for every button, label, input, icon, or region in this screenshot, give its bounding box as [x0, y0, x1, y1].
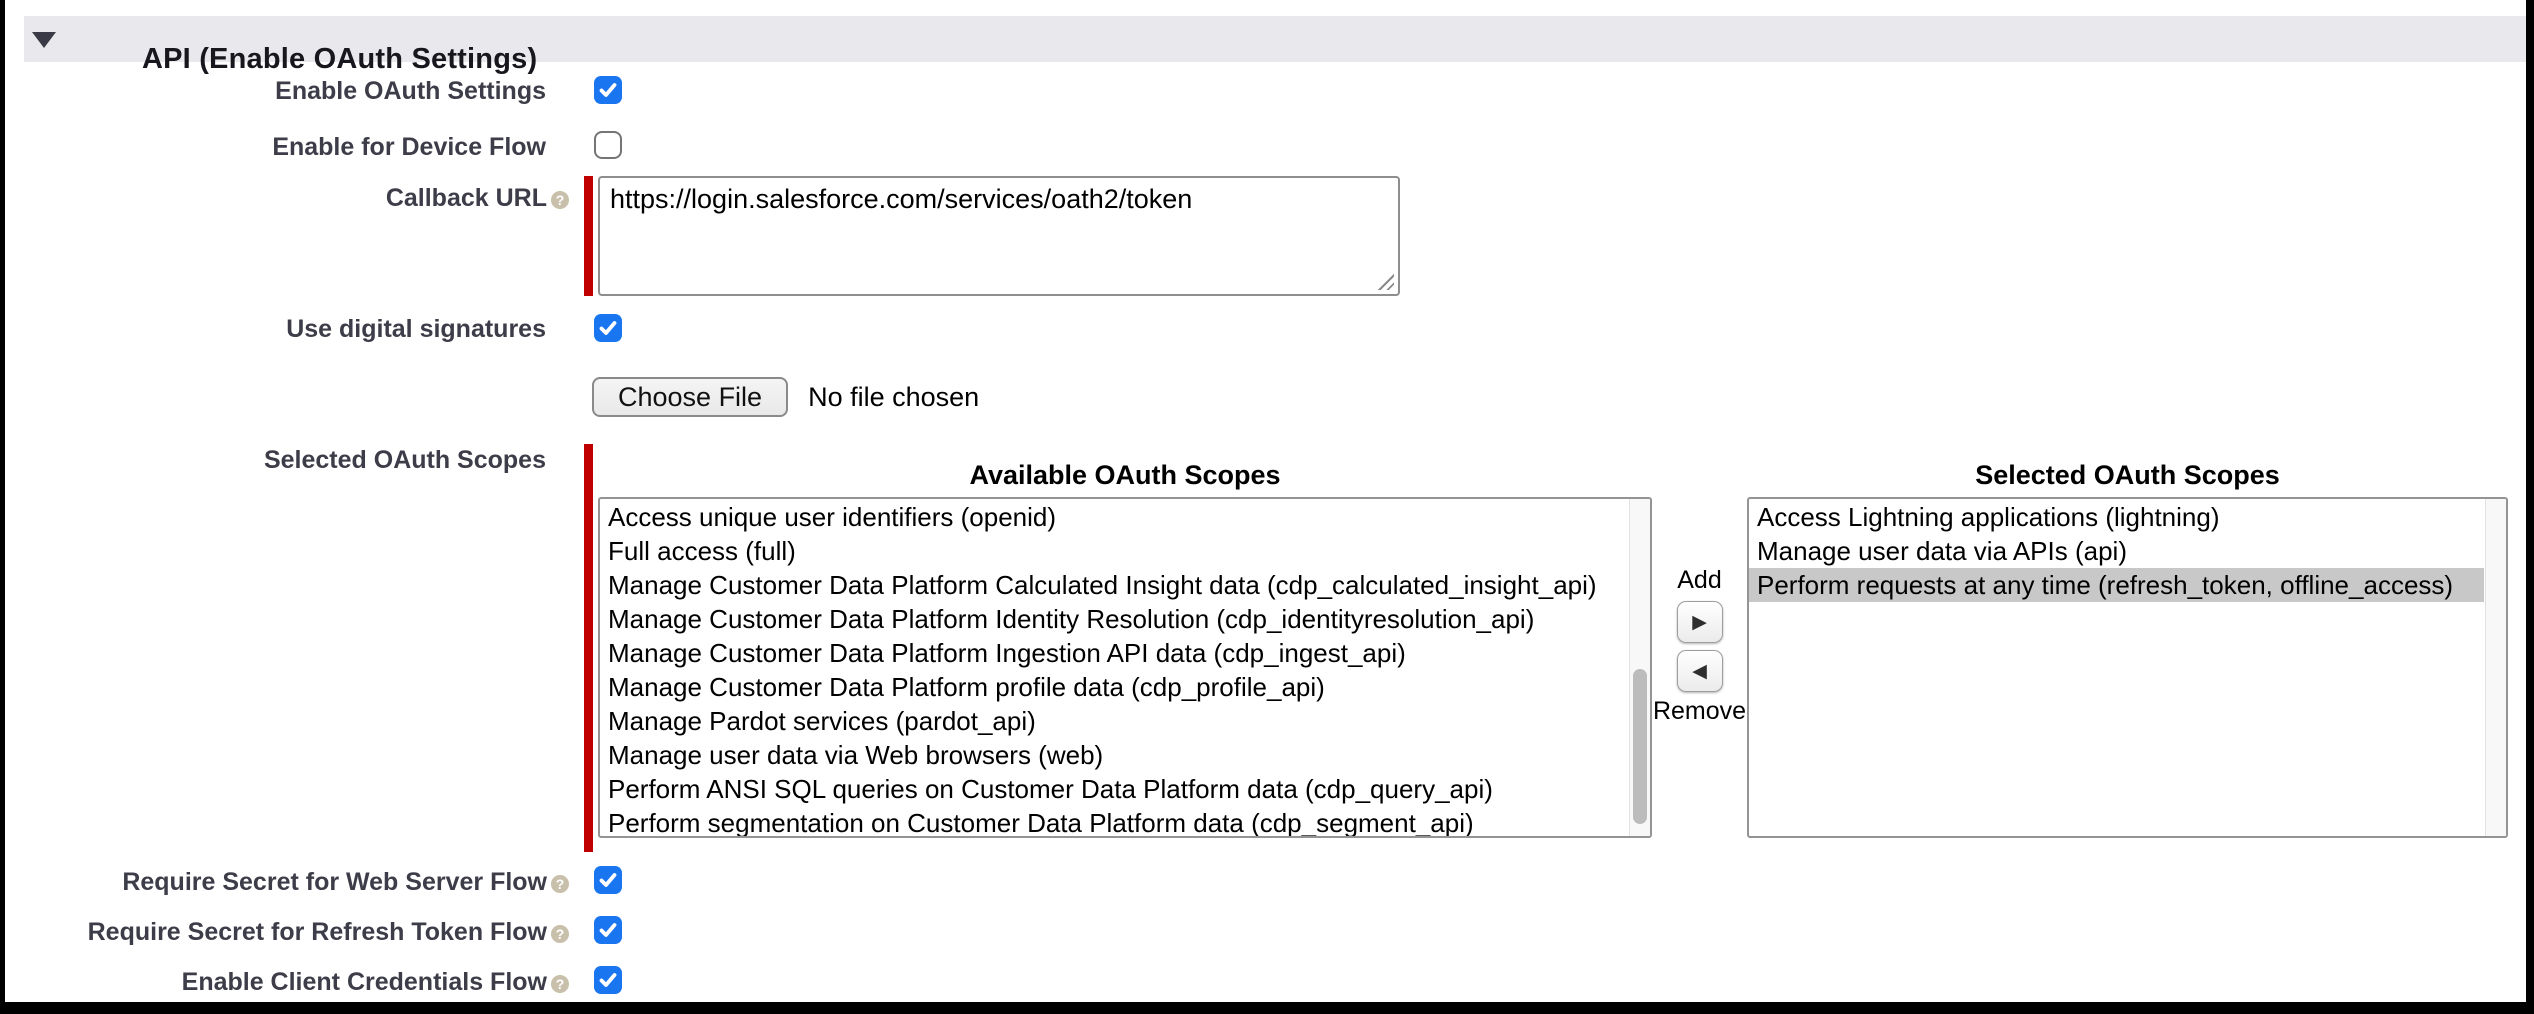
collapse-triangle-icon[interactable]: [32, 32, 56, 48]
list-item[interactable]: Perform ANSI SQL queries on Customer Dat…: [608, 774, 1493, 804]
selected-scopes-header: Selected OAuth Scopes: [1975, 460, 2280, 490]
add-label: Add: [1677, 566, 1722, 594]
scrollbar-thumb[interactable]: [1633, 669, 1647, 824]
list-item[interactable]: Manage Pardot services (pardot_api): [608, 706, 1036, 736]
client-credentials-flow-label: Enable Client Credentials Flow?: [0, 968, 569, 996]
web-server-flow-checkbox[interactable]: [594, 866, 622, 894]
available-scopes-listbox[interactable]: Access unique user identifiers (openid) F…: [598, 497, 1652, 838]
refresh-token-flow-label: Require Secret for Refresh Token Flow?: [0, 918, 569, 946]
scrollbar-track[interactable]: [2485, 499, 2506, 836]
help-icon[interactable]: ?: [551, 925, 569, 943]
required-indicator: [584, 444, 593, 852]
checkmark-icon: [599, 321, 617, 335]
enable-oauth-checkbox[interactable]: [594, 76, 622, 104]
left-arrow-icon: ◀: [1692, 660, 1707, 682]
remove-label: Remove: [1652, 697, 1747, 725]
available-scopes-header: Available OAuth Scopes: [969, 460, 1281, 490]
checkmark-icon: [599, 923, 617, 937]
help-icon[interactable]: ?: [551, 875, 569, 893]
digital-signatures-label: Use digital signatures: [286, 315, 546, 343]
enable-oauth-label: Enable OAuth Settings: [275, 77, 546, 105]
list-item[interactable]: Manage Customer Data Platform Ingestion …: [608, 638, 1406, 668]
add-button[interactable]: ▶: [1676, 601, 1723, 643]
oauth-scopes-label: Selected OAuth Scopes: [263, 446, 546, 474]
web-server-flow-label: Require Secret for Web Server Flow?: [0, 868, 569, 896]
section-title: API (Enable OAuth Settings): [142, 43, 538, 75]
help-icon[interactable]: ?: [551, 975, 569, 993]
choose-file-button[interactable]: Choose File: [592, 377, 789, 417]
selected-scopes-items: Access Lightning applications (lightning…: [1749, 500, 2484, 602]
client-credentials-flow-checkbox[interactable]: [594, 966, 622, 994]
list-item[interactable]: Manage user data via APIs (api): [1757, 536, 2127, 566]
device-flow-label: Enable for Device Flow: [272, 133, 546, 161]
checkmark-icon: [599, 873, 617, 887]
section-header-bar[interactable]: API (Enable OAuth Settings): [24, 16, 2526, 75]
add-remove-controls: Add ▶ ◀ Remove: [1652, 566, 1747, 725]
checkmark-icon: [599, 83, 617, 97]
list-item[interactable]: Access unique user identifiers (openid): [608, 502, 1057, 532]
window-border-left: [0, 0, 5, 1014]
checkmark-icon: [599, 973, 617, 987]
callback-url-input[interactable]: https://login.salesforce.com/services/oa…: [598, 176, 1400, 296]
list-item[interactable]: Manage Customer Data Platform Identity R…: [608, 604, 1535, 634]
list-item[interactable]: Manage Customer Data Platform profile da…: [608, 672, 1325, 702]
file-chosen-status: No file chosen: [808, 381, 980, 412]
list-item[interactable]: Full access (full): [608, 536, 796, 566]
list-item[interactable]: Perform segmentation on Customer Data Pl…: [608, 808, 1474, 838]
help-icon[interactable]: ?: [551, 191, 569, 209]
scrollbar-track[interactable]: [1629, 499, 1650, 836]
callback-url-label: Callback URL?: [0, 184, 569, 212]
window-border-right: [2526, 0, 2534, 1014]
available-scopes-items: Access unique user identifiers (openid) F…: [600, 500, 1628, 838]
remove-button[interactable]: ◀: [1676, 650, 1723, 692]
list-item[interactable]: Perform requests at any time (refresh_to…: [1749, 568, 2484, 602]
selected-scopes-listbox[interactable]: Access Lightning applications (lightning…: [1747, 497, 2508, 838]
certificate-file-row: Choose File No file chosen: [592, 377, 979, 417]
list-item[interactable]: Access Lightning applications (lightning…: [1757, 502, 2220, 532]
device-flow-checkbox[interactable]: [594, 131, 622, 159]
right-arrow-icon: ▶: [1692, 611, 1707, 633]
digital-signatures-checkbox[interactable]: [594, 314, 622, 342]
refresh-token-flow-checkbox[interactable]: [594, 916, 622, 944]
list-item[interactable]: Manage user data via Web browsers (web): [608, 740, 1104, 770]
required-indicator: [584, 176, 593, 296]
window-border-bottom: [0, 1002, 2534, 1014]
list-item[interactable]: Manage Customer Data Platform Calculated…: [608, 570, 1597, 600]
